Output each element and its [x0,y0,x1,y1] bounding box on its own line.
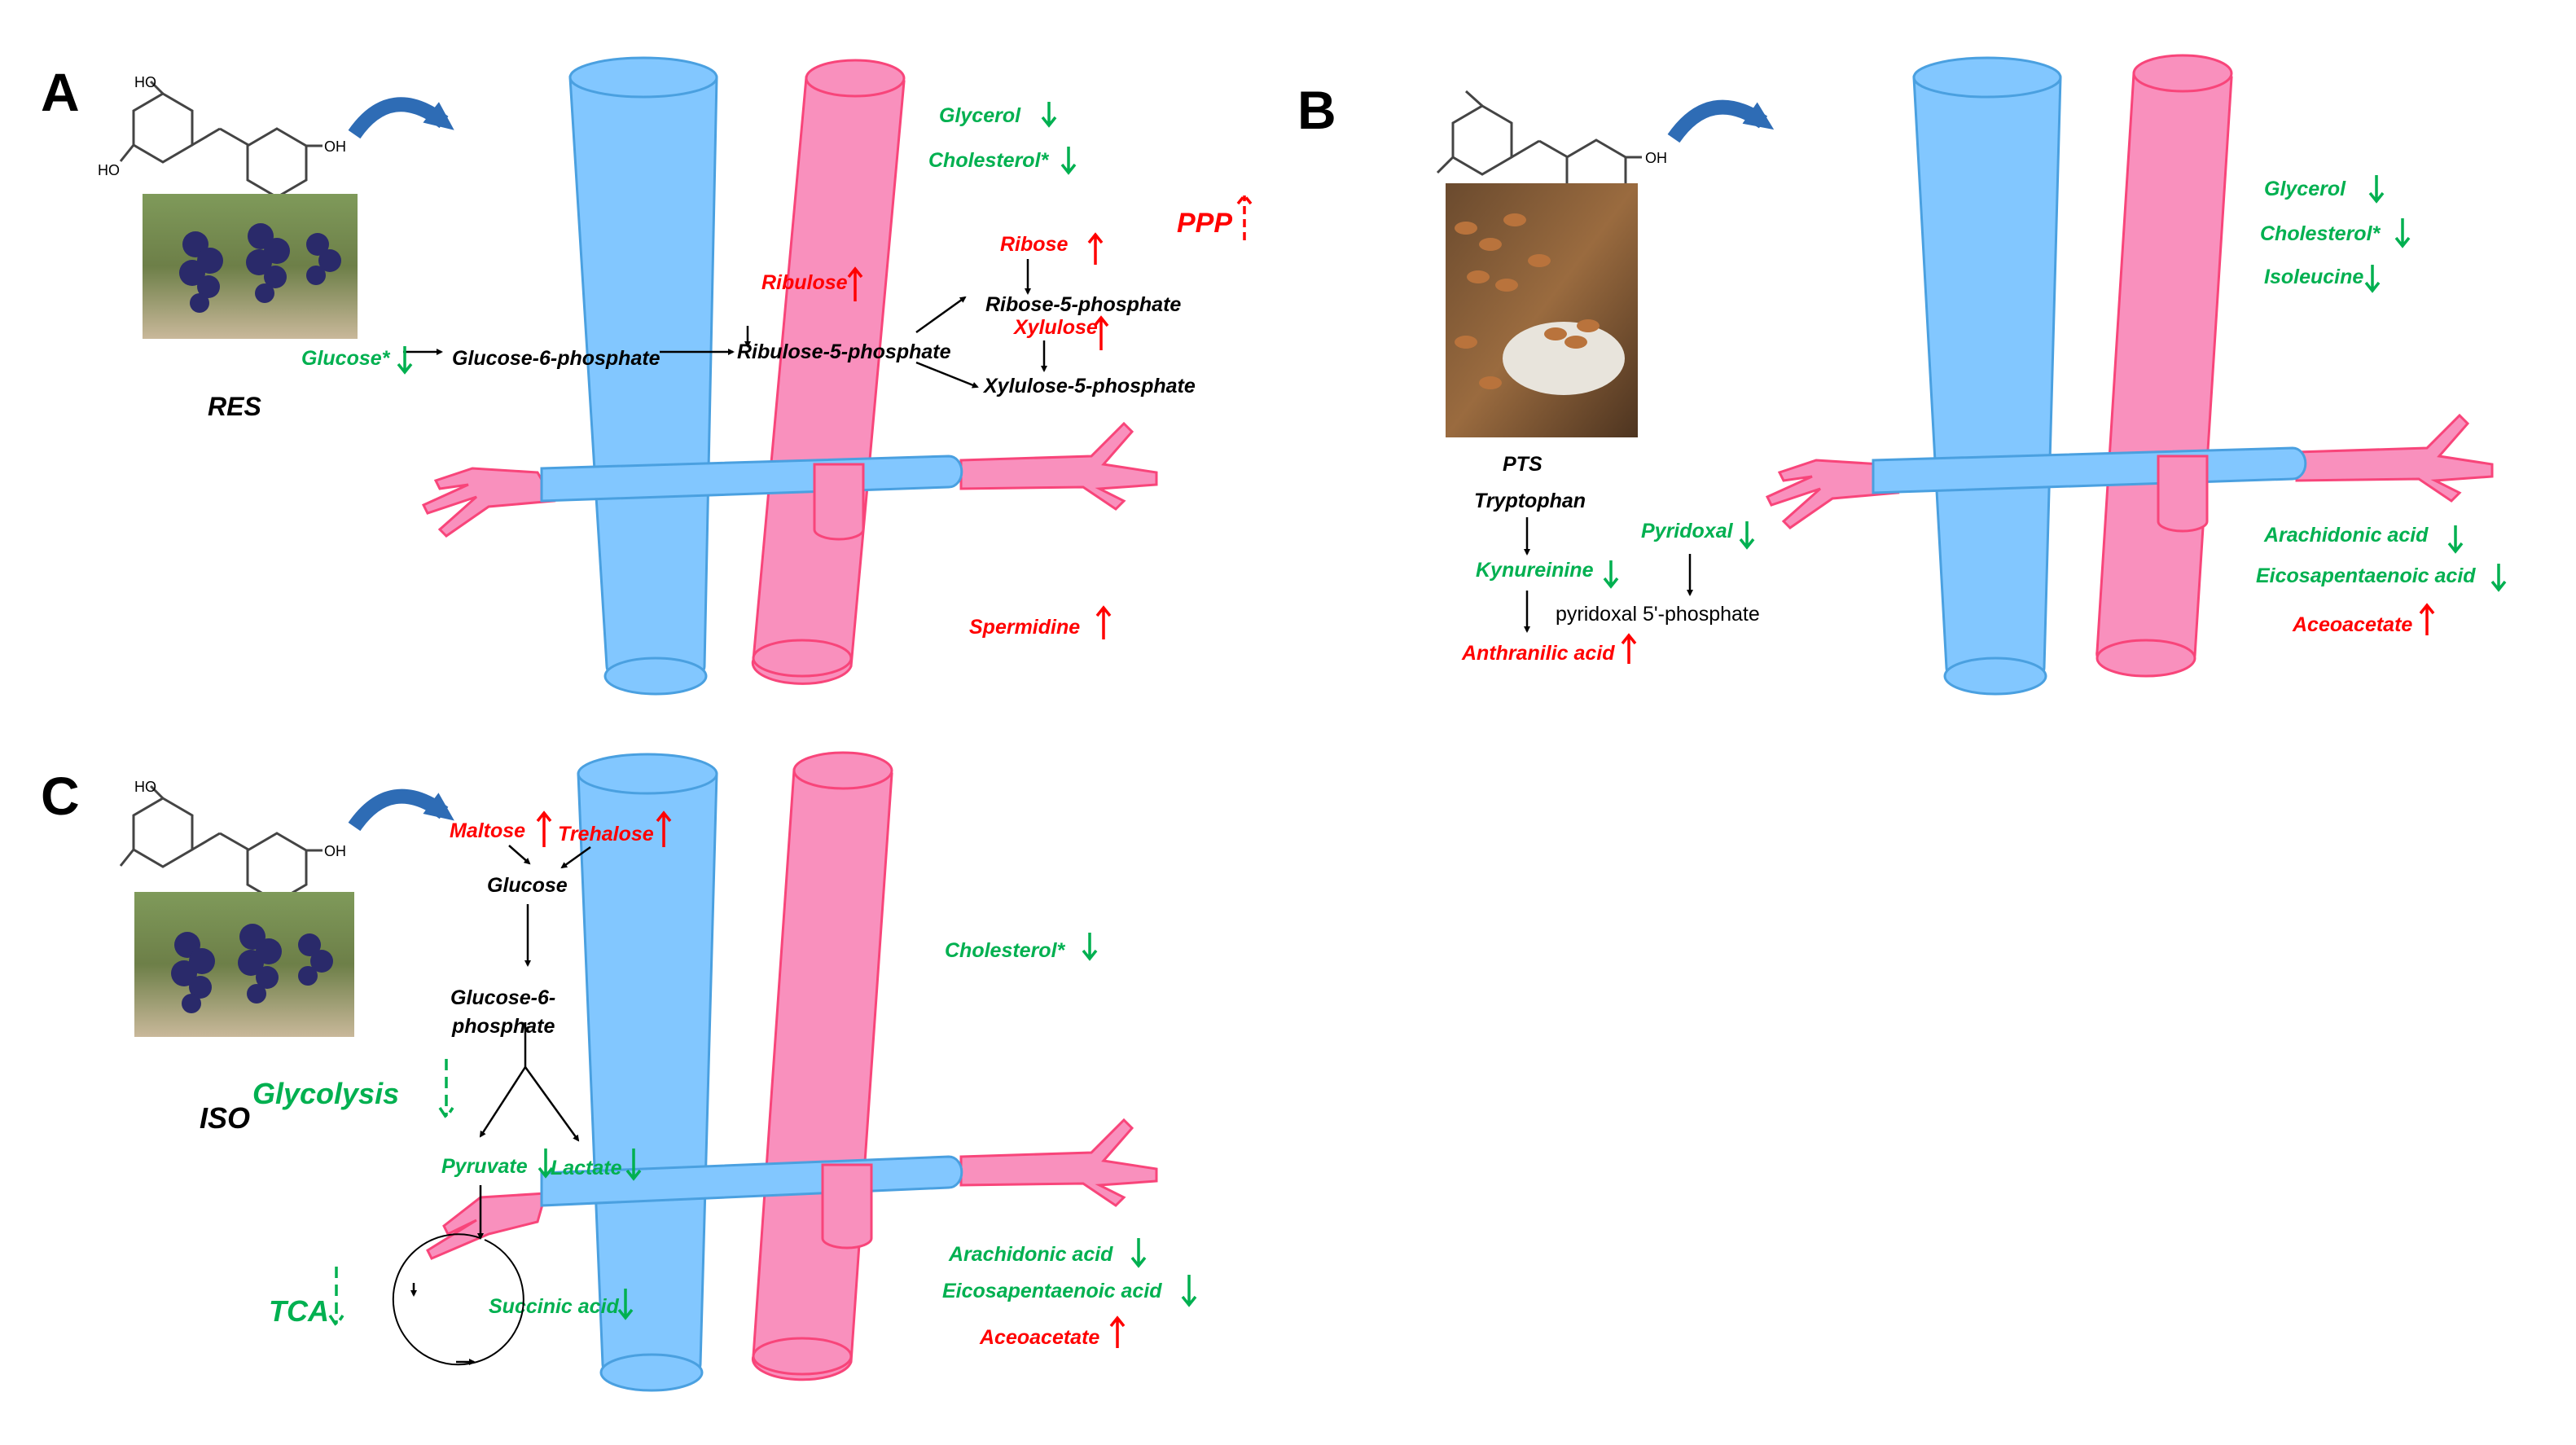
lactate-label: Lactate [551,1157,622,1179]
glycolysis-label: Glycolysis [252,1077,399,1110]
xylulose-5-phosphate-label: Xylulose-5-phosphate [982,375,1196,397]
transform-arrow-icon [1667,99,1775,143]
tryptophan-label: Tryptophan [1474,490,1586,512]
almonds-photo [1446,183,1638,437]
panel-letter-b: B [1297,80,1336,140]
glucose-label: Glucose [487,874,568,897]
pathway-arrows-b [1524,517,1693,633]
glycerol-label: Glycerol [939,104,1021,127]
oh-label: OH [324,138,346,155]
succinic-acid-label: Succinic acid [489,1295,620,1318]
blood-vessels-b [1765,54,2494,696]
xylulose-label: Xylulose [1012,316,1098,339]
ribulose-5-phosphate-label: Ribulose-5-phosphate [737,340,951,363]
pterostilbene-structure [1436,90,1642,210]
grapes-photo [134,892,354,1037]
cholesterol-label: Cholesterol* [928,149,1050,172]
pathway-arrows-a [403,259,1047,389]
ho-label: HO [134,779,156,795]
glucose-6-phosphate-label: Glucose-6-phosphate [452,347,660,370]
panel-b: B OH PTS [1297,54,2507,696]
tca-label: TCA [269,1294,329,1328]
pathway-arrows-c [392,845,591,1366]
kynureinine-label: Kynureinine [1476,559,1594,582]
change-arrows-b [1603,175,2507,664]
panel-letter-c: C [41,766,80,826]
ribulose-label: Ribulose [761,271,848,294]
ribose-label: Ribose [1000,233,1068,256]
transform-arrow-icon [348,788,454,832]
isoleucine-label: Isoleucine [2264,266,2363,288]
glycerol-label: Glycerol [2264,178,2346,200]
panel-a: A HO HO OH RES [41,56,1253,696]
maltose-label: Maltose [450,819,525,842]
resveratrol-structure [119,80,323,199]
oh-label: OH [1645,150,1667,166]
ho-label: HO [134,74,156,90]
anthranilic-acid-label: Anthranilic acid [1461,642,1615,665]
pyridoxal-label: Pyridoxal [1641,520,1734,542]
oh-label: OH [324,843,346,859]
spermidine-label: Spermidine [969,616,1080,639]
compound-label-res: RES [208,392,261,421]
pyridoxal-5-phosphate-label: pyridoxal 5'-phosphate [1556,603,1760,626]
eicosapentaenoic-acid-label: Eicosapentaenoic acid [942,1280,1162,1302]
arachidonic-acid-label: Arachidonic acid [948,1243,1113,1266]
glucose-6-phosphate-line2: phosphate [451,1015,555,1038]
panel-c: C HO OH ISO [41,751,1197,1392]
ribose-5-phosphate-label: Ribose-5-phosphate [985,293,1181,316]
blood-vessels-a [421,56,1158,696]
cholesterol-label: Cholesterol* [2260,222,2381,245]
transform-arrow-icon [348,97,454,139]
change-arrows-c [328,810,1197,1348]
grapes-photo [143,194,358,339]
trehalose-label: Trehalose [558,823,654,845]
pyruvate-label: Pyruvate [441,1155,528,1178]
aceoacetate-label: Aceoacetate [979,1326,1099,1349]
eicosapentaenoic-acid-label: Eicosapentaenoic acid [2256,564,2476,587]
aceoacetate-label: Aceoacetate [2292,613,2412,636]
blood-vessels-c [426,751,1158,1392]
ppp-label: PPP [1177,208,1232,239]
compound-label-iso: ISO [200,1101,250,1135]
cholesterol-label: Cholesterol* [945,939,1066,962]
glucose-label: Glucose* [301,347,391,370]
panel-letter-a: A [41,62,80,122]
ho-label: HO [98,162,120,178]
compound-label-pts: PTS [1503,453,1543,476]
glucose-6-phosphate-line1: Glucose-6- [450,986,555,1009]
arachidonic-acid-label: Arachidonic acid [2263,524,2429,547]
change-arrows-a [397,102,1253,639]
